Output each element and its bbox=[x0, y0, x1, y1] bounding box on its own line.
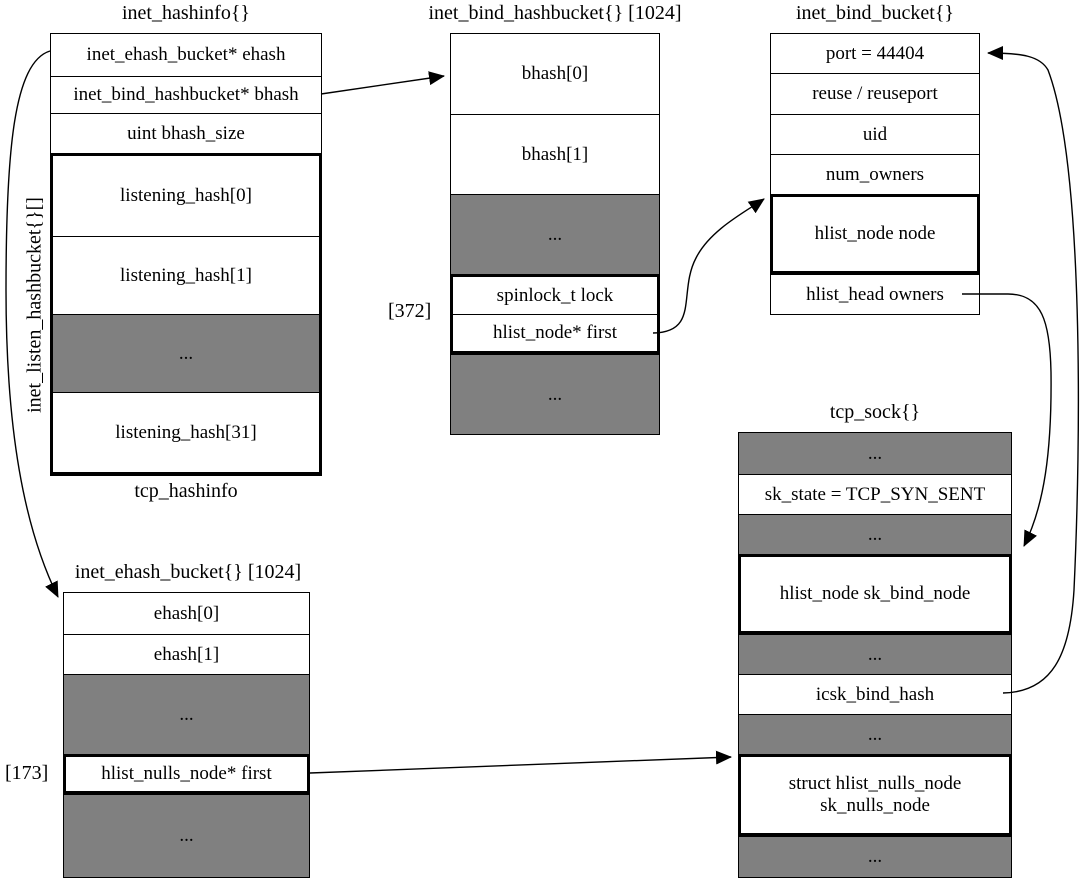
bind-hashbucket-box: bhash[0] bhash[1] ... spinlock_t lock hl… bbox=[450, 33, 660, 435]
ehash-bucket-index-label: [173] bbox=[5, 762, 49, 784]
bind-hashbucket-ellipsis: ... bbox=[451, 194, 659, 274]
bind-bucket-title: inet_bind_bucket{} bbox=[795, 2, 955, 24]
hashinfo-listening-hash-0: listening_hash[0] bbox=[53, 156, 319, 236]
hashinfo-field-bhash: inet_bind_hashbucket* bhash bbox=[51, 76, 321, 113]
bind-hashbucket-lock-field: spinlock_t lock bbox=[453, 277, 657, 314]
ehash-bucket-ehash-1: ehash[1] bbox=[64, 634, 309, 674]
bind-hashbucket-bucket-group: spinlock_t lock hlist_node* first bbox=[450, 274, 660, 354]
ehash-bucket-ellipsis: ... bbox=[64, 674, 309, 754]
bind-bucket-box: port = 44404 reuse / reuseport uid num_o… bbox=[770, 33, 980, 315]
bind-bucket-num-owners-field: num_owners bbox=[771, 154, 979, 194]
bind-hashbucket-bhash-0: bhash[0] bbox=[451, 34, 659, 114]
bind-bucket-reuse-field: reuse / reuseport bbox=[771, 73, 979, 114]
tcp-sock-box: ... sk_state = TCP_SYN_SENT ... hlist_no… bbox=[738, 432, 1012, 878]
bind-hashbucket-first-field: hlist_node* first bbox=[453, 314, 657, 351]
hashinfo-title: inet_hashinfo{} bbox=[121, 2, 251, 24]
arrow-nulls-first-to-sk-nulls-node bbox=[309, 750, 732, 774]
bind-bucket-node-group: hlist_node node bbox=[770, 194, 980, 274]
ehash-bucket-first-field: hlist_nulls_node* first bbox=[66, 757, 307, 791]
ehash-bucket-title: inet_ehash_bucket{} [1024] bbox=[74, 561, 302, 583]
tcp-sock-ellipsis-4: ... bbox=[739, 714, 1011, 754]
arrow-bhash-to-bind-hashbucket bbox=[320, 71, 445, 95]
tcp-sock-sk-nulls-node-line2: sk_nulls_node bbox=[820, 795, 930, 816]
tcp-sock-nulls-node-group: struct hlist_nulls_node sk_nulls_node bbox=[738, 754, 1012, 836]
hashinfo-field-ehash: inet_ehash_bucket* ehash bbox=[51, 34, 321, 76]
hashinfo-listening-group: listening_hash[0] listening_hash[1] ... … bbox=[50, 153, 322, 475]
tcp-sock-sk-nulls-node-line1: struct hlist_nulls_node bbox=[788, 773, 962, 795]
tcp-sock-sk-nulls-node-field: struct hlist_nulls_node sk_nulls_node bbox=[741, 757, 1009, 833]
tcp-sock-ellipsis-5: ... bbox=[739, 836, 1011, 877]
bind-bucket-port-field: port = 44404 bbox=[771, 34, 979, 73]
bind-hashbucket-title: inet_bind_hashbucket{} [1024] bbox=[428, 2, 682, 24]
bind-hashbucket-bhash-1: bhash[1] bbox=[451, 114, 659, 194]
tcp-sock-ellipsis-3: ... bbox=[739, 634, 1011, 674]
hashinfo-caption: tcp_hashinfo bbox=[134, 480, 238, 502]
ehash-bucket-box: ehash[0] ehash[1] ... hlist_nulls_node* … bbox=[63, 592, 310, 878]
ehash-bucket-tail-ellipsis: ... bbox=[64, 794, 309, 877]
arrow-first-to-bind-bucket-node bbox=[652, 198, 765, 334]
hashinfo-box: inet_ehash_bucket* ehash inet_bind_hashb… bbox=[50, 33, 322, 476]
tcp-sock-ellipsis-1: ... bbox=[739, 433, 1011, 474]
tcp-sock-sk-state-field: sk_state = TCP_SYN_SENT bbox=[739, 474, 1011, 514]
tcp-sock-icsk-bind-hash-field: icsk_bind_hash bbox=[739, 674, 1011, 714]
ehash-bucket-ehash-0: ehash[0] bbox=[64, 593, 309, 634]
bind-bucket-owners-field: hlist_head owners bbox=[771, 274, 979, 314]
hashinfo-side-label: inet_listen_hashbucket{}[] bbox=[23, 197, 46, 413]
tcp-sock-bind-node-group: hlist_node sk_bind_node bbox=[738, 554, 1012, 634]
tcp-sock-sk-bind-node-field: hlist_node sk_bind_node bbox=[741, 557, 1009, 631]
tcp-sock-title: tcp_sock{} bbox=[829, 401, 921, 423]
bind-bucket-uid-field: uid bbox=[771, 114, 979, 154]
bind-hashbucket-tail-ellipsis: ... bbox=[451, 354, 659, 434]
bind-bucket-node-field: hlist_node node bbox=[773, 197, 977, 271]
ehash-bucket-first-group: hlist_nulls_node* first bbox=[63, 754, 310, 794]
hashinfo-listening-hash-31: listening_hash[31] bbox=[53, 392, 319, 472]
hashinfo-listening-ellipsis: ... bbox=[53, 314, 319, 392]
tcp-sock-ellipsis-2: ... bbox=[739, 514, 1011, 554]
hashinfo-listening-hash-1: listening_hash[1] bbox=[53, 236, 319, 314]
bind-hashbucket-index-label: [372] bbox=[388, 300, 432, 322]
hashinfo-field-bhash-size: uint bhash_size bbox=[51, 113, 321, 153]
